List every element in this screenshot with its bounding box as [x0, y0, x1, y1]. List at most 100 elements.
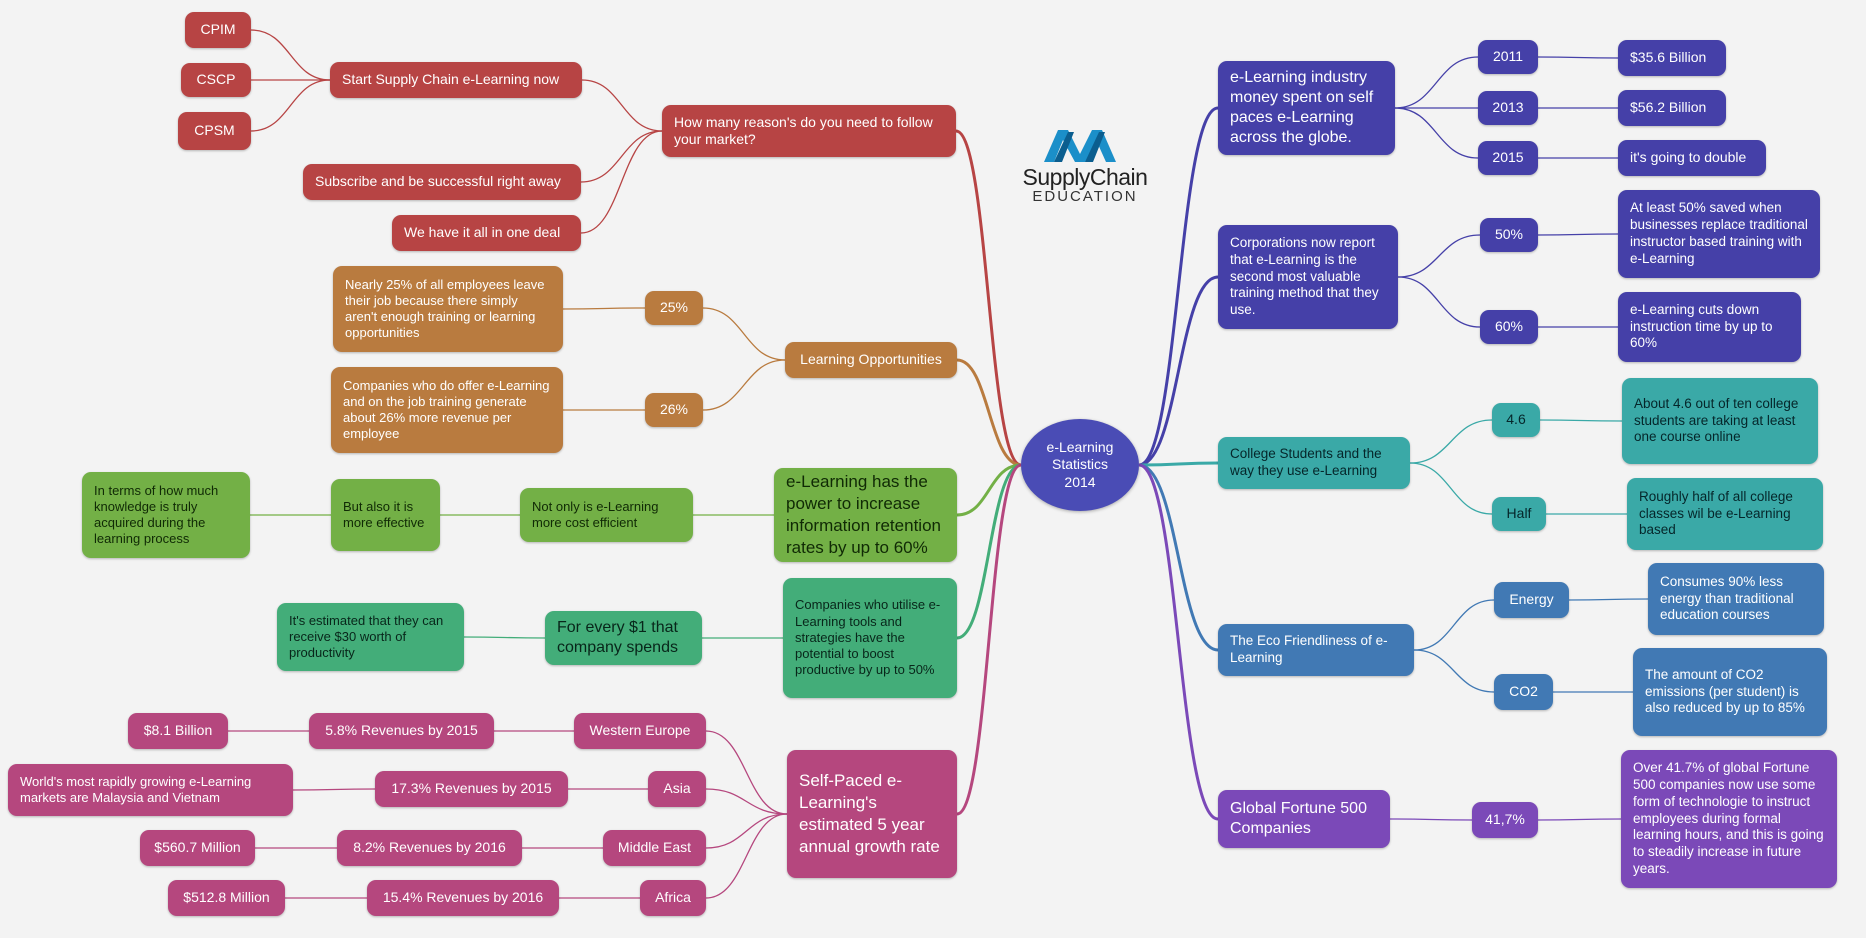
node-label: CPSM — [194, 122, 235, 139]
node-label: 4.6 — [1506, 411, 1526, 428]
node-knowledge-acquired[interactable]: In terms of how much knowledge is truly … — [82, 472, 250, 558]
node-label: 50% — [1494, 226, 1524, 243]
node-year-2011[interactable]: 2011 — [1478, 40, 1538, 74]
node-label: Western Europe — [589, 722, 691, 739]
node-corp-50-note[interactable]: At least 50% saved when businesses repla… — [1618, 190, 1820, 278]
node-eco-friendliness[interactable]: The Eco Friendliness of e-Learning — [1218, 624, 1414, 676]
node-value-2015[interactable]: it's going to double — [1618, 140, 1766, 176]
node-cpim[interactable]: CPIM — [185, 12, 251, 48]
node-label: CO2 — [1509, 683, 1538, 700]
node-fortune-note[interactable]: Over 41.7% of global Fortune 500 compani… — [1621, 750, 1837, 888]
node-companies-utilise[interactable]: Companies who utilise e-Learning tools a… — [783, 578, 957, 698]
node-41-7-percent[interactable]: 41,7% — [1472, 802, 1538, 838]
connector-line — [580, 130, 663, 183]
node-year-2015[interactable]: 2015 — [1478, 141, 1538, 175]
connector-line — [1537, 233, 1619, 236]
node-information-retention[interactable]: e-Learning has the power to increase inf… — [774, 468, 957, 562]
node-companies-offer-training[interactable]: Companies who do offer e-Learning and on… — [331, 367, 563, 453]
node-asia-note[interactable]: World's most rapidly growing e-Learning … — [8, 764, 293, 816]
node-half-note[interactable]: Roughly half of all college classes wil … — [1627, 478, 1823, 550]
node-co2-note[interactable]: The amount of CO2 emissions (per student… — [1633, 648, 1827, 736]
node-middle-east-revenue[interactable]: 8.2% Revenues by 2016 — [337, 830, 522, 866]
node-label: it's going to double — [1630, 149, 1747, 166]
node-corp-60-note[interactable]: e-Learning cuts down instruction time by… — [1618, 292, 1801, 362]
node-africa-value[interactable]: $512.8 Million — [168, 880, 285, 916]
node-global-fortune-500[interactable]: Global Fortune 500 Companies — [1218, 790, 1390, 848]
root-node[interactable]: e-Learning Statistics 2014 — [1021, 419, 1139, 511]
node-cost-efficient[interactable]: Not only is e-Learning more cost efficie… — [520, 488, 693, 542]
node-corporations[interactable]: Corporations now report that e-Learning … — [1218, 225, 1398, 329]
root-label: e-Learning Statistics 2014 — [1046, 438, 1114, 490]
node-label: e-Learning cuts down instruction time by… — [1630, 301, 1773, 351]
connector-line — [580, 130, 663, 234]
supply-chain-wave-logo-icon — [1044, 130, 1116, 162]
node-label: 2015 — [1492, 149, 1524, 166]
node-value-2013[interactable]: $56.2 Billion — [1618, 90, 1726, 126]
node-africa-revenue[interactable]: 15.4% Revenues by 2016 — [367, 880, 559, 916]
node-self-paced-growth[interactable]: Self-Paced e-Learning's estimated 5 year… — [787, 750, 957, 878]
node-26-percent[interactable]: 26% — [645, 393, 703, 427]
node-asia-revenue[interactable]: 17.3% Revenues by 2015 — [375, 771, 568, 807]
node-western-europe-revenue[interactable]: 5.8% Revenues by 2015 — [309, 713, 494, 749]
node-label: 15.4% Revenues by 2016 — [382, 889, 544, 906]
node-half[interactable]: Half — [1492, 497, 1546, 531]
node-estimated-30-dollars[interactable]: It's estimated that they can receive $30… — [277, 603, 464, 671]
node-college-students[interactable]: College Students and the way they use e-… — [1218, 437, 1410, 489]
node-middle-east[interactable]: Middle East — [603, 830, 706, 866]
node-energy[interactable]: Energy — [1494, 582, 1569, 618]
node-energy-note[interactable]: Consumes 90% less energy than traditiona… — [1648, 563, 1824, 635]
node-corp-50-percent[interactable]: 50% — [1480, 218, 1538, 252]
node-label: About 4.6 out of ten college students ar… — [1634, 395, 1799, 445]
connector-line — [1568, 598, 1649, 601]
node-label: Start Supply Chain e-Learning now — [342, 71, 560, 88]
node-cpsm[interactable]: CPSM — [178, 112, 251, 150]
node-year-2013[interactable]: 2013 — [1478, 91, 1538, 125]
node-corp-60-percent[interactable]: 60% — [1480, 310, 1538, 344]
node-25-percent[interactable]: 25% — [645, 291, 703, 325]
node-middle-east-value[interactable]: $560.7 Million — [140, 830, 255, 866]
node-label: Nearly 25% of all employees leave their … — [345, 276, 545, 341]
node-label: College Students and the way they use e-… — [1230, 446, 1382, 478]
connector-line — [463, 636, 546, 639]
node-4-6[interactable]: 4.6 — [1492, 403, 1540, 437]
node-value-2011[interactable]: $35.6 Billion — [1618, 40, 1726, 76]
connector-line — [1394, 107, 1479, 159]
node-label: At least 50% saved when businesses repla… — [1630, 200, 1808, 266]
connector-line — [1389, 818, 1473, 821]
node-label: Middle East — [617, 839, 692, 856]
node-all-in-one-deal[interactable]: We have it all in one deal — [392, 215, 581, 251]
connector-line — [581, 79, 663, 132]
connector-line — [956, 463, 1022, 640]
node-label: We have it all in one deal — [404, 224, 561, 241]
node-asia[interactable]: Asia — [648, 771, 706, 807]
node-co2[interactable]: CO2 — [1494, 674, 1553, 710]
node-label: In terms of how much knowledge is truly … — [94, 482, 219, 547]
node-label: But also it is more effective — [343, 498, 425, 530]
node-learning-opportunities[interactable]: Learning Opportunities — [785, 342, 957, 378]
connector-line — [955, 129, 1022, 467]
node-label: The amount of CO2 emissions (per student… — [1645, 666, 1805, 716]
node-label: $560.7 Million — [154, 839, 241, 856]
node-every-dollar[interactable]: For every $1 that company spends — [545, 611, 702, 665]
connector-line — [705, 730, 788, 815]
node-western-europe[interactable]: Western Europe — [574, 713, 706, 749]
node-cscp[interactable]: CSCP — [181, 63, 251, 97]
node-western-europe-value[interactable]: $8.1 Billion — [128, 713, 228, 749]
node-how-many-reasons[interactable]: How many reason's do you need to follow … — [662, 105, 956, 157]
node-label: 8.2% Revenues by 2016 — [353, 839, 506, 856]
node-4-6-note[interactable]: About 4.6 out of ten college students ar… — [1622, 378, 1818, 464]
connector-line — [1397, 234, 1481, 278]
node-label: Over 41.7% of global Fortune 500 compani… — [1633, 759, 1824, 877]
connector-line — [1138, 106, 1219, 467]
node-industry-money[interactable]: e-Learning industry money spent on self … — [1218, 61, 1395, 155]
node-more-effective[interactable]: But also it is more effective — [331, 479, 440, 551]
node-label: 17.3% Revenues by 2015 — [391, 780, 552, 797]
node-label: How many reason's do you need to follow … — [674, 113, 933, 148]
node-label: Consumes 90% less energy than traditiona… — [1660, 573, 1794, 623]
node-nearly-25-percent[interactable]: Nearly 25% of all employees leave their … — [333, 266, 563, 352]
node-subscribe[interactable]: Subscribe and be successful right away — [303, 164, 581, 200]
node-africa[interactable]: Africa — [640, 880, 706, 916]
connector-line — [956, 463, 1022, 517]
node-start-supply-chain[interactable]: Start Supply Chain e-Learning now — [330, 62, 582, 98]
